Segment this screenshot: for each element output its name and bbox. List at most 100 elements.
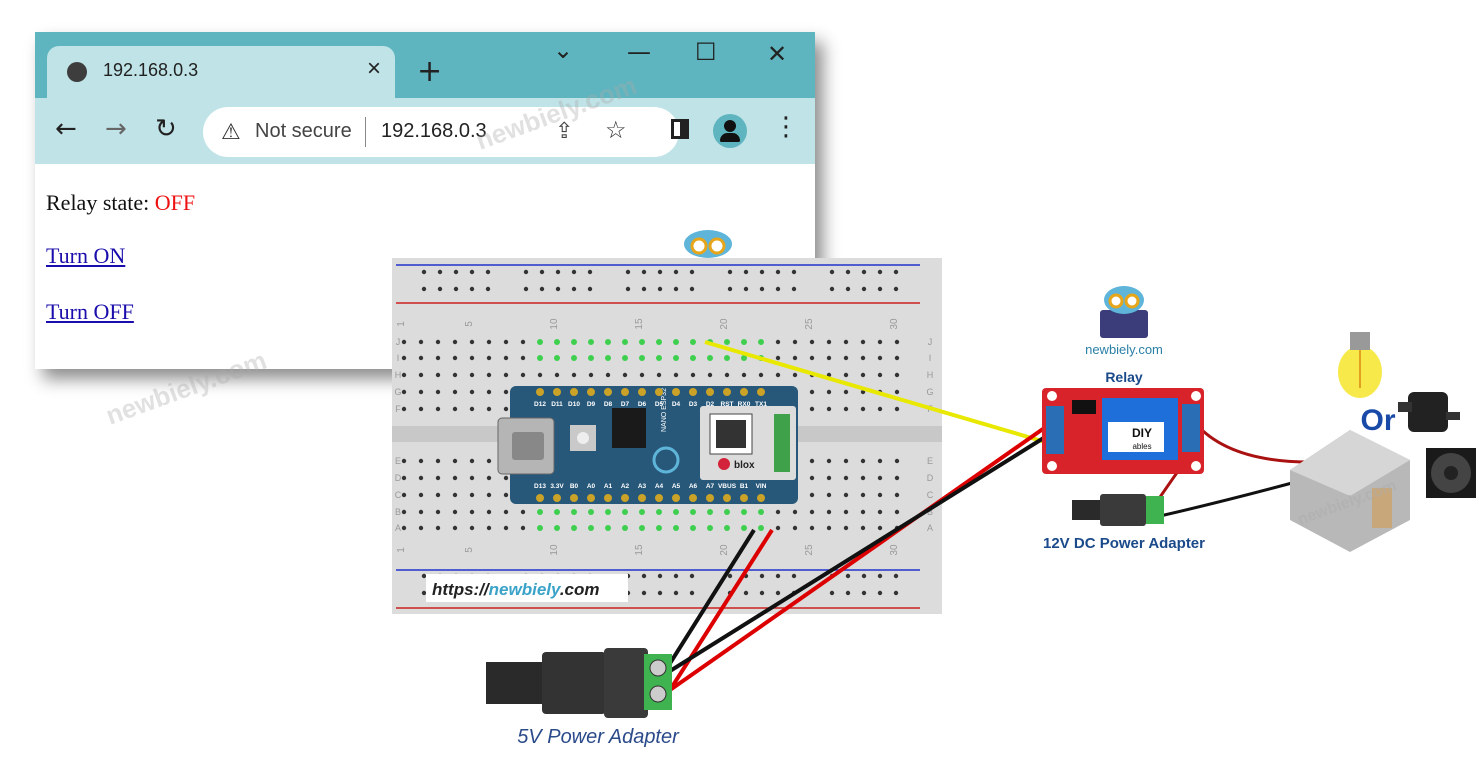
row-letter: A xyxy=(927,523,933,533)
minimize-icon[interactable]: — xyxy=(627,38,651,66)
breadboard-hole xyxy=(418,406,424,412)
breadboard-hole xyxy=(401,509,407,515)
tab-close-icon[interactable]: × xyxy=(367,55,382,82)
breadboard-hole xyxy=(809,525,815,531)
rail-hole xyxy=(759,573,765,579)
url-text[interactable]: 192.168.0.3 xyxy=(381,120,487,142)
browser-tab[interactable]: 192.168.0.3 × xyxy=(47,46,395,98)
breadboard-hole xyxy=(758,525,764,531)
breadboard-hole xyxy=(401,389,407,395)
row-letter: B xyxy=(395,507,401,517)
reload-icon[interactable]: ↻ xyxy=(155,114,177,144)
water-pump xyxy=(1398,392,1460,432)
rail-hole xyxy=(469,269,475,275)
breadboard-hole xyxy=(707,355,713,361)
breadboard-hole xyxy=(588,509,594,515)
breadboard-hole xyxy=(809,475,815,481)
breadboard-hole xyxy=(758,339,764,345)
rail-hole xyxy=(829,286,835,292)
window-close-icon[interactable]: ✕ xyxy=(767,40,788,68)
breadboard-hole xyxy=(435,475,441,481)
breadboard-hole xyxy=(707,372,713,378)
share-icon[interactable]: ⇪ xyxy=(555,118,574,143)
breadboard-hole xyxy=(860,458,866,464)
rail-hole xyxy=(421,269,427,275)
pin-label: A6 xyxy=(689,483,698,490)
rail-hole xyxy=(791,286,797,292)
breadboard-hole xyxy=(469,389,475,395)
rail-hole xyxy=(775,269,781,275)
breadboard-hole xyxy=(826,355,832,361)
breadboard-hole xyxy=(707,525,713,531)
security-label[interactable]: Not secure xyxy=(255,120,352,142)
relay-gnd-wire xyxy=(660,432,1052,678)
star-icon[interactable]: ☆ xyxy=(605,117,627,144)
breadboard-hole xyxy=(588,372,594,378)
breadboard-hole xyxy=(418,509,424,515)
maximize-icon[interactable]: ☐ xyxy=(695,38,717,66)
website-suffix: .com xyxy=(560,580,600,599)
breadboard-hole xyxy=(724,372,730,378)
breadboard-hole xyxy=(452,475,458,481)
breadboard-hole xyxy=(843,406,849,412)
breadboard-hole xyxy=(554,372,560,378)
breadboard-hole xyxy=(894,406,900,412)
breadboard-hole xyxy=(809,355,815,361)
breadboard-hole xyxy=(554,525,560,531)
rail-hole xyxy=(673,286,679,292)
back-arrow-icon[interactable]: ← xyxy=(55,114,77,144)
rail-hole xyxy=(673,269,679,275)
rail-hole xyxy=(861,286,867,292)
breadboard-hole xyxy=(792,525,798,531)
board-pin xyxy=(740,494,748,502)
rail-hole xyxy=(641,286,647,292)
breadboard-hole xyxy=(469,525,475,531)
column-number: 20 xyxy=(719,544,730,556)
rail-hole xyxy=(893,286,899,292)
breadboard-hole xyxy=(469,355,475,361)
breadboard-hole xyxy=(418,372,424,378)
tab-bar: 192.168.0.3 × + ⌄ — ☐ ✕ xyxy=(35,32,815,98)
board-pin xyxy=(706,494,714,502)
breadboard-hole xyxy=(571,525,577,531)
breadboard-hole xyxy=(741,355,747,361)
ground-wire-5v-board xyxy=(660,528,756,678)
breadboard-hole xyxy=(877,492,883,498)
rail-hole xyxy=(791,269,797,275)
turn-off-link[interactable]: Turn OFF xyxy=(46,299,134,324)
chevron-down-icon[interactable]: ⌄ xyxy=(553,36,574,64)
breadboard-hole xyxy=(860,339,866,345)
turn-on-link[interactable]: Turn ON xyxy=(46,243,126,268)
new-tab-icon[interactable]: + xyxy=(417,54,443,89)
board-pin xyxy=(757,494,765,502)
menu-icon[interactable]: ⋮ xyxy=(773,112,799,142)
address-bar[interactable]: ⚠ Not secure 192.168.0.3 ⇪ ☆ xyxy=(203,107,679,157)
column-number: 1 xyxy=(396,547,407,553)
breadboard-hole xyxy=(622,509,628,515)
rail-hole xyxy=(829,269,835,275)
board-pin xyxy=(638,494,646,502)
board-pin xyxy=(587,494,595,502)
breadboard-hole xyxy=(452,406,458,412)
row-letter: A xyxy=(395,523,401,533)
breadboard-hole xyxy=(843,525,849,531)
breadboard-hole xyxy=(622,525,628,531)
owl-logo-small xyxy=(684,230,732,258)
breadboard-hole xyxy=(571,355,577,361)
breadboard-hole xyxy=(877,475,883,481)
breadboard-hole xyxy=(843,355,849,361)
breadboard-hole xyxy=(469,509,475,515)
profile-icon[interactable] xyxy=(713,114,747,148)
breadboard-hole xyxy=(520,355,526,361)
breadboard-hole xyxy=(469,339,475,345)
board-pin xyxy=(621,388,629,396)
sidebar-icon[interactable] xyxy=(671,119,689,139)
pin-label: VBUS xyxy=(718,483,737,490)
rail-hole xyxy=(727,286,733,292)
breadboard-hole xyxy=(639,525,645,531)
forward-arrow-icon[interactable]: → xyxy=(105,114,127,144)
rail-hole xyxy=(893,269,899,275)
breadboard-hole xyxy=(809,339,815,345)
breadboard-hole xyxy=(860,475,866,481)
relay-label: Relay xyxy=(1105,369,1143,385)
